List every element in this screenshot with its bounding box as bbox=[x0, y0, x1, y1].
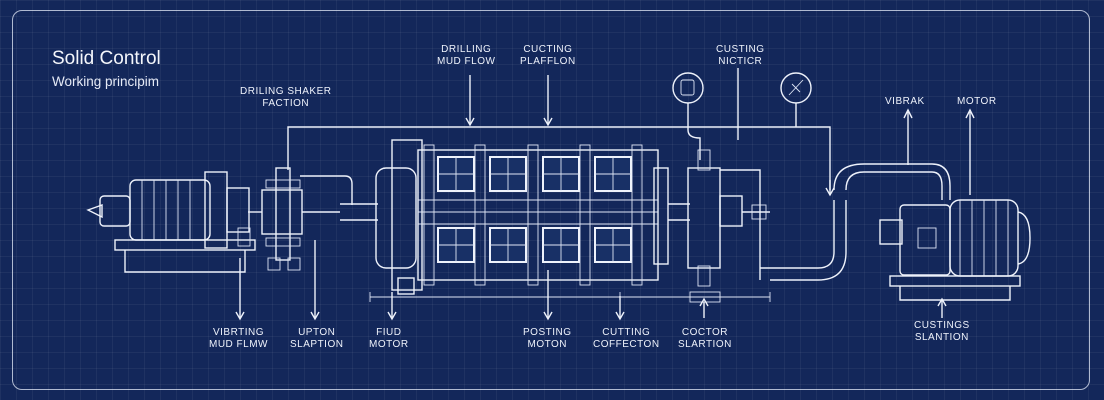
label-motor-top: MOTOR bbox=[957, 96, 997, 107]
main-separator-drum bbox=[340, 139, 669, 295]
sensor-icon bbox=[672, 72, 704, 104]
diagram-frame bbox=[12, 10, 1090, 390]
valve-assembly bbox=[668, 149, 847, 303]
diagram-subtitle: Working principim bbox=[52, 74, 160, 89]
label-vibrator: VIBRAK bbox=[885, 96, 925, 107]
drive-motor-right bbox=[879, 199, 1031, 301]
shaker-coupling bbox=[248, 167, 353, 271]
drive-motor-left bbox=[86, 171, 256, 273]
diagram-title: Solid Control bbox=[52, 48, 161, 69]
